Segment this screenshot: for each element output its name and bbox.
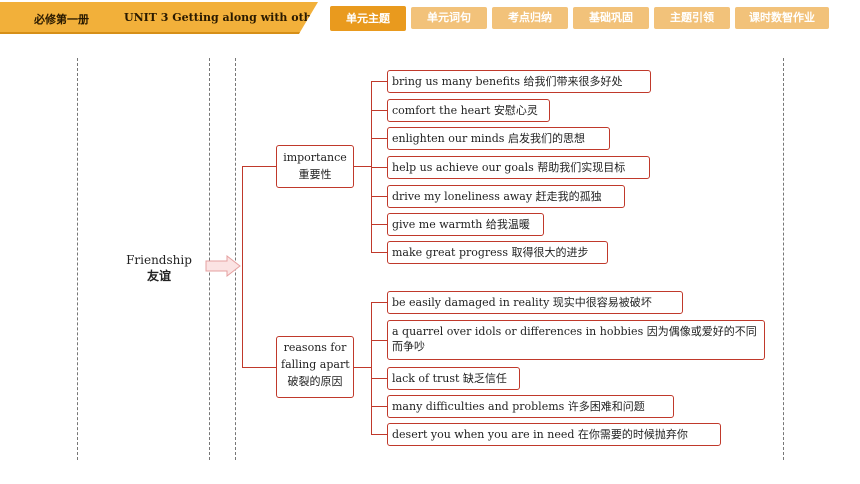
importance-item: enlighten our minds 启发我们的思想	[387, 127, 610, 150]
connector-line	[371, 81, 387, 82]
connector-line	[371, 340, 387, 341]
top-bar: 必修第一册 UNIT 3 Getting along with others 单…	[0, 0, 860, 36]
connector-line	[371, 302, 387, 303]
root-node-friendship: Friendship 友谊	[112, 252, 206, 284]
tab-unit-theme[interactable]: 单元主题	[330, 6, 406, 31]
connector-line	[371, 252, 387, 253]
dashed-divider	[783, 58, 784, 460]
connector-line	[242, 166, 276, 167]
tab-homework[interactable]: 课时数智作业	[735, 7, 829, 29]
category-reasons: reasons for falling apart 破裂的原因	[276, 336, 354, 398]
dashed-divider	[77, 58, 78, 460]
reason-item: desert you when you are in need 在你需要的时候抛…	[387, 423, 721, 446]
category-importance: importance 重要性	[276, 145, 354, 188]
connector-line	[354, 367, 372, 368]
importance-item: help us achieve our goals 帮助我们实现目标	[387, 156, 650, 179]
category-reasons-en-1: reasons for	[283, 341, 347, 354]
connector-line	[242, 166, 243, 368]
connector-line	[371, 406, 387, 407]
connector-line	[371, 196, 387, 197]
tab-unit-vocabulary[interactable]: 单元词句	[411, 7, 487, 29]
importance-item: bring us many benefits 给我们带来很多好处	[387, 70, 651, 93]
connector-line	[371, 224, 387, 225]
connector-line	[371, 434, 387, 435]
importance-item: make great progress 取得很大的进步	[387, 241, 608, 264]
importance-item: drive my loneliness away 赶走我的孤独	[387, 185, 625, 208]
reason-item: many difficulties and problems 许多困难和问题	[387, 395, 674, 418]
connector-line	[371, 378, 387, 379]
root-label-zh: 友谊	[146, 269, 171, 283]
category-reasons-en-2: falling apart	[281, 358, 350, 371]
importance-item: give me warmth 给我温暖	[387, 213, 544, 236]
dashed-divider	[209, 58, 210, 460]
root-label-en: Friendship	[126, 253, 192, 267]
reason-item: lack of trust 缺乏信任	[387, 367, 520, 390]
dashed-divider	[235, 58, 236, 460]
connector-line	[242, 367, 276, 368]
importance-item: comfort the heart 安慰心灵	[387, 99, 550, 122]
arrow-right-icon	[205, 255, 241, 277]
connector-line	[371, 167, 387, 168]
connector-line	[371, 302, 372, 435]
tab-theme-lead[interactable]: 主题引领	[654, 7, 730, 29]
unit-header: 必修第一册 UNIT 3 Getting along with others	[0, 2, 318, 34]
category-importance-zh: 重要性	[298, 168, 332, 181]
category-reasons-zh: 破裂的原因	[287, 375, 343, 388]
reason-item: be easily damaged in reality 现实中很容易被破坏	[387, 291, 683, 314]
tab-key-points[interactable]: 考点归纳	[492, 7, 568, 29]
connector-line	[354, 166, 372, 167]
category-importance-en: importance	[283, 151, 347, 164]
book-title: 必修第一册	[34, 13, 89, 26]
connector-line	[371, 138, 387, 139]
unit-title: UNIT 3 Getting along with others	[124, 11, 331, 24]
connector-line	[371, 110, 387, 111]
tab-consolidation[interactable]: 基础巩固	[573, 7, 649, 29]
reason-item: a quarrel over idols or differences in h…	[387, 320, 765, 360]
